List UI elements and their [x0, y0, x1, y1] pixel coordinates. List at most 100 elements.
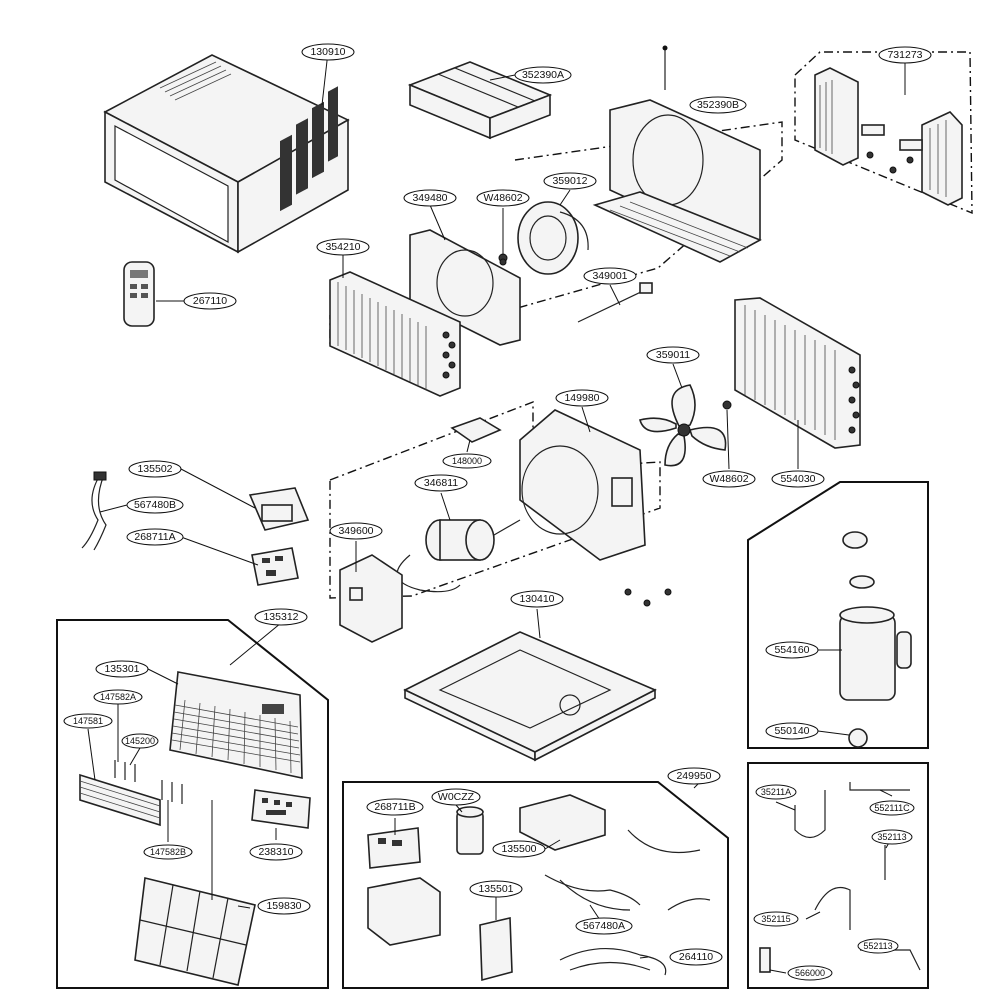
label-filter-duct: 352390A	[514, 66, 572, 84]
label-remote: 267110	[183, 292, 237, 310]
svg-text:352390A: 352390A	[522, 69, 564, 81]
svg-text:147581: 147581	[73, 716, 103, 726]
svg-text:147582A: 147582A	[100, 692, 136, 702]
display-pcb-part	[251, 789, 311, 829]
label-control-box-cover: 135502	[128, 460, 182, 478]
svg-text:567480B: 567480B	[134, 499, 176, 511]
label-cabinet: 130910	[301, 43, 355, 61]
label-base-pan: 130410	[510, 590, 564, 608]
label-cover-plate: 135500	[492, 840, 546, 858]
label-knob-b: 147582B	[143, 844, 193, 860]
svg-text:566000: 566000	[795, 968, 825, 978]
svg-text:359012: 359012	[552, 175, 587, 187]
label-nut-top: W48602	[476, 189, 530, 207]
knob-part	[79, 760, 183, 827]
label-knob-a: 147582A	[93, 689, 143, 705]
blower-housing-part	[592, 45, 762, 263]
svg-text:145200: 145200	[125, 736, 155, 746]
front-grille-part	[169, 671, 303, 779]
control-bracket-part	[367, 877, 513, 982]
label-tube-c: 552111C	[869, 800, 915, 816]
label-nut-mid: W48602	[702, 470, 756, 488]
label-display-pcb: 238310	[249, 843, 303, 861]
svg-text:135312: 135312	[263, 611, 298, 623]
upper-frame	[329, 121, 783, 346]
svg-text:552113: 552113	[863, 941, 892, 951]
svg-text:148000: 148000	[452, 456, 482, 466]
motor-part	[396, 519, 521, 593]
base-pan-part	[403, 588, 672, 762]
svg-text:135502: 135502	[137, 463, 172, 475]
svg-text:349480: 349480	[412, 192, 447, 204]
svg-text:554160: 554160	[774, 644, 809, 656]
front-section-box	[56, 619, 329, 989]
cabinet-part	[103, 54, 350, 254]
svg-text:268711A: 268711A	[134, 531, 175, 543]
svg-text:147582B: 147582B	[150, 847, 186, 857]
svg-text:35211A: 35211A	[761, 787, 791, 797]
label-compressor: 554160	[765, 641, 819, 659]
svg-text:352115: 352115	[761, 914, 790, 924]
power-cord-part	[559, 948, 667, 976]
label-discharge-tube: 352115	[753, 911, 799, 927]
svg-text:359011: 359011	[656, 349, 690, 361]
label-power-cord: 264110	[669, 948, 723, 966]
label-tube-d: 552113	[857, 938, 899, 954]
cover-plate-part	[519, 794, 606, 851]
blower-wheel-part	[517, 201, 589, 275]
label-knob-group: 145200	[121, 733, 159, 749]
barrier-part	[519, 409, 646, 561]
middle-frame	[329, 400, 661, 599]
pcb-b-part	[367, 827, 421, 869]
label-orifice-bracket: 352390B	[689, 96, 747, 114]
svg-text:W0CZZ: W0CZZ	[438, 791, 475, 803]
label-front-grille: 135301	[95, 660, 149, 678]
svg-text:130910: 130910	[310, 46, 345, 58]
label-electrical-kit: 249950	[667, 767, 721, 785]
svg-text:268711B: 268711B	[374, 801, 415, 813]
label-control-bracket: 135501	[469, 880, 523, 898]
svg-text:731273: 731273	[887, 49, 922, 61]
svg-text:352390B: 352390B	[697, 99, 739, 111]
svg-text:349001: 349001	[592, 270, 627, 282]
tubing-section-box	[747, 762, 929, 989]
compressor-part	[839, 531, 912, 748]
svg-text:550140: 550140	[774, 725, 809, 737]
label-tube-3: 352113	[871, 829, 913, 845]
label-harness-b: 567480B	[126, 496, 184, 514]
harness-b-part	[81, 471, 107, 551]
svg-text:135500: 135500	[501, 843, 536, 855]
label-grommet: 550140	[765, 722, 819, 740]
fan-blade-part	[639, 384, 727, 467]
label-barrier: 149980	[555, 389, 609, 407]
label-harness-a: 567480A	[575, 917, 633, 935]
tie-rod-part	[577, 282, 653, 323]
svg-text:W48602: W48602	[709, 473, 748, 485]
label-control-pcb: 268711A	[126, 528, 184, 546]
nut-top-part	[499, 258, 507, 266]
motor-mount-part	[339, 554, 403, 643]
svg-text:567480A: 567480A	[583, 920, 625, 932]
label-pcb-b: 268711B	[366, 798, 424, 816]
label-motor-bracket: 148000	[442, 453, 492, 469]
svg-text:W48602: W48602	[483, 192, 522, 204]
svg-text:135501: 135501	[478, 883, 513, 895]
evaporator-coil-part	[329, 271, 461, 397]
label-blower-wheel: 359012	[543, 172, 597, 190]
svg-text:159830: 159830	[266, 900, 301, 912]
label-fan-blade: 359011	[646, 346, 700, 364]
label-front-assembly: 135312	[254, 608, 308, 626]
label-cond-shroud: 349480	[403, 189, 457, 207]
svg-text:352113: 352113	[877, 832, 906, 842]
curtain-kit-part	[814, 67, 963, 206]
filter-duct-part	[407, 61, 553, 140]
svg-text:349600: 349600	[338, 525, 373, 537]
capacitor-part	[456, 806, 484, 855]
label-evaporator: 354210	[316, 238, 370, 256]
control-box-cover-part	[248, 487, 310, 531]
svg-text:149980: 149980	[564, 392, 599, 404]
control-pcb-part	[251, 547, 299, 586]
remote-part	[123, 261, 155, 327]
label-knob-base: 147581	[63, 713, 113, 729]
svg-text:249950: 249950	[676, 770, 711, 782]
